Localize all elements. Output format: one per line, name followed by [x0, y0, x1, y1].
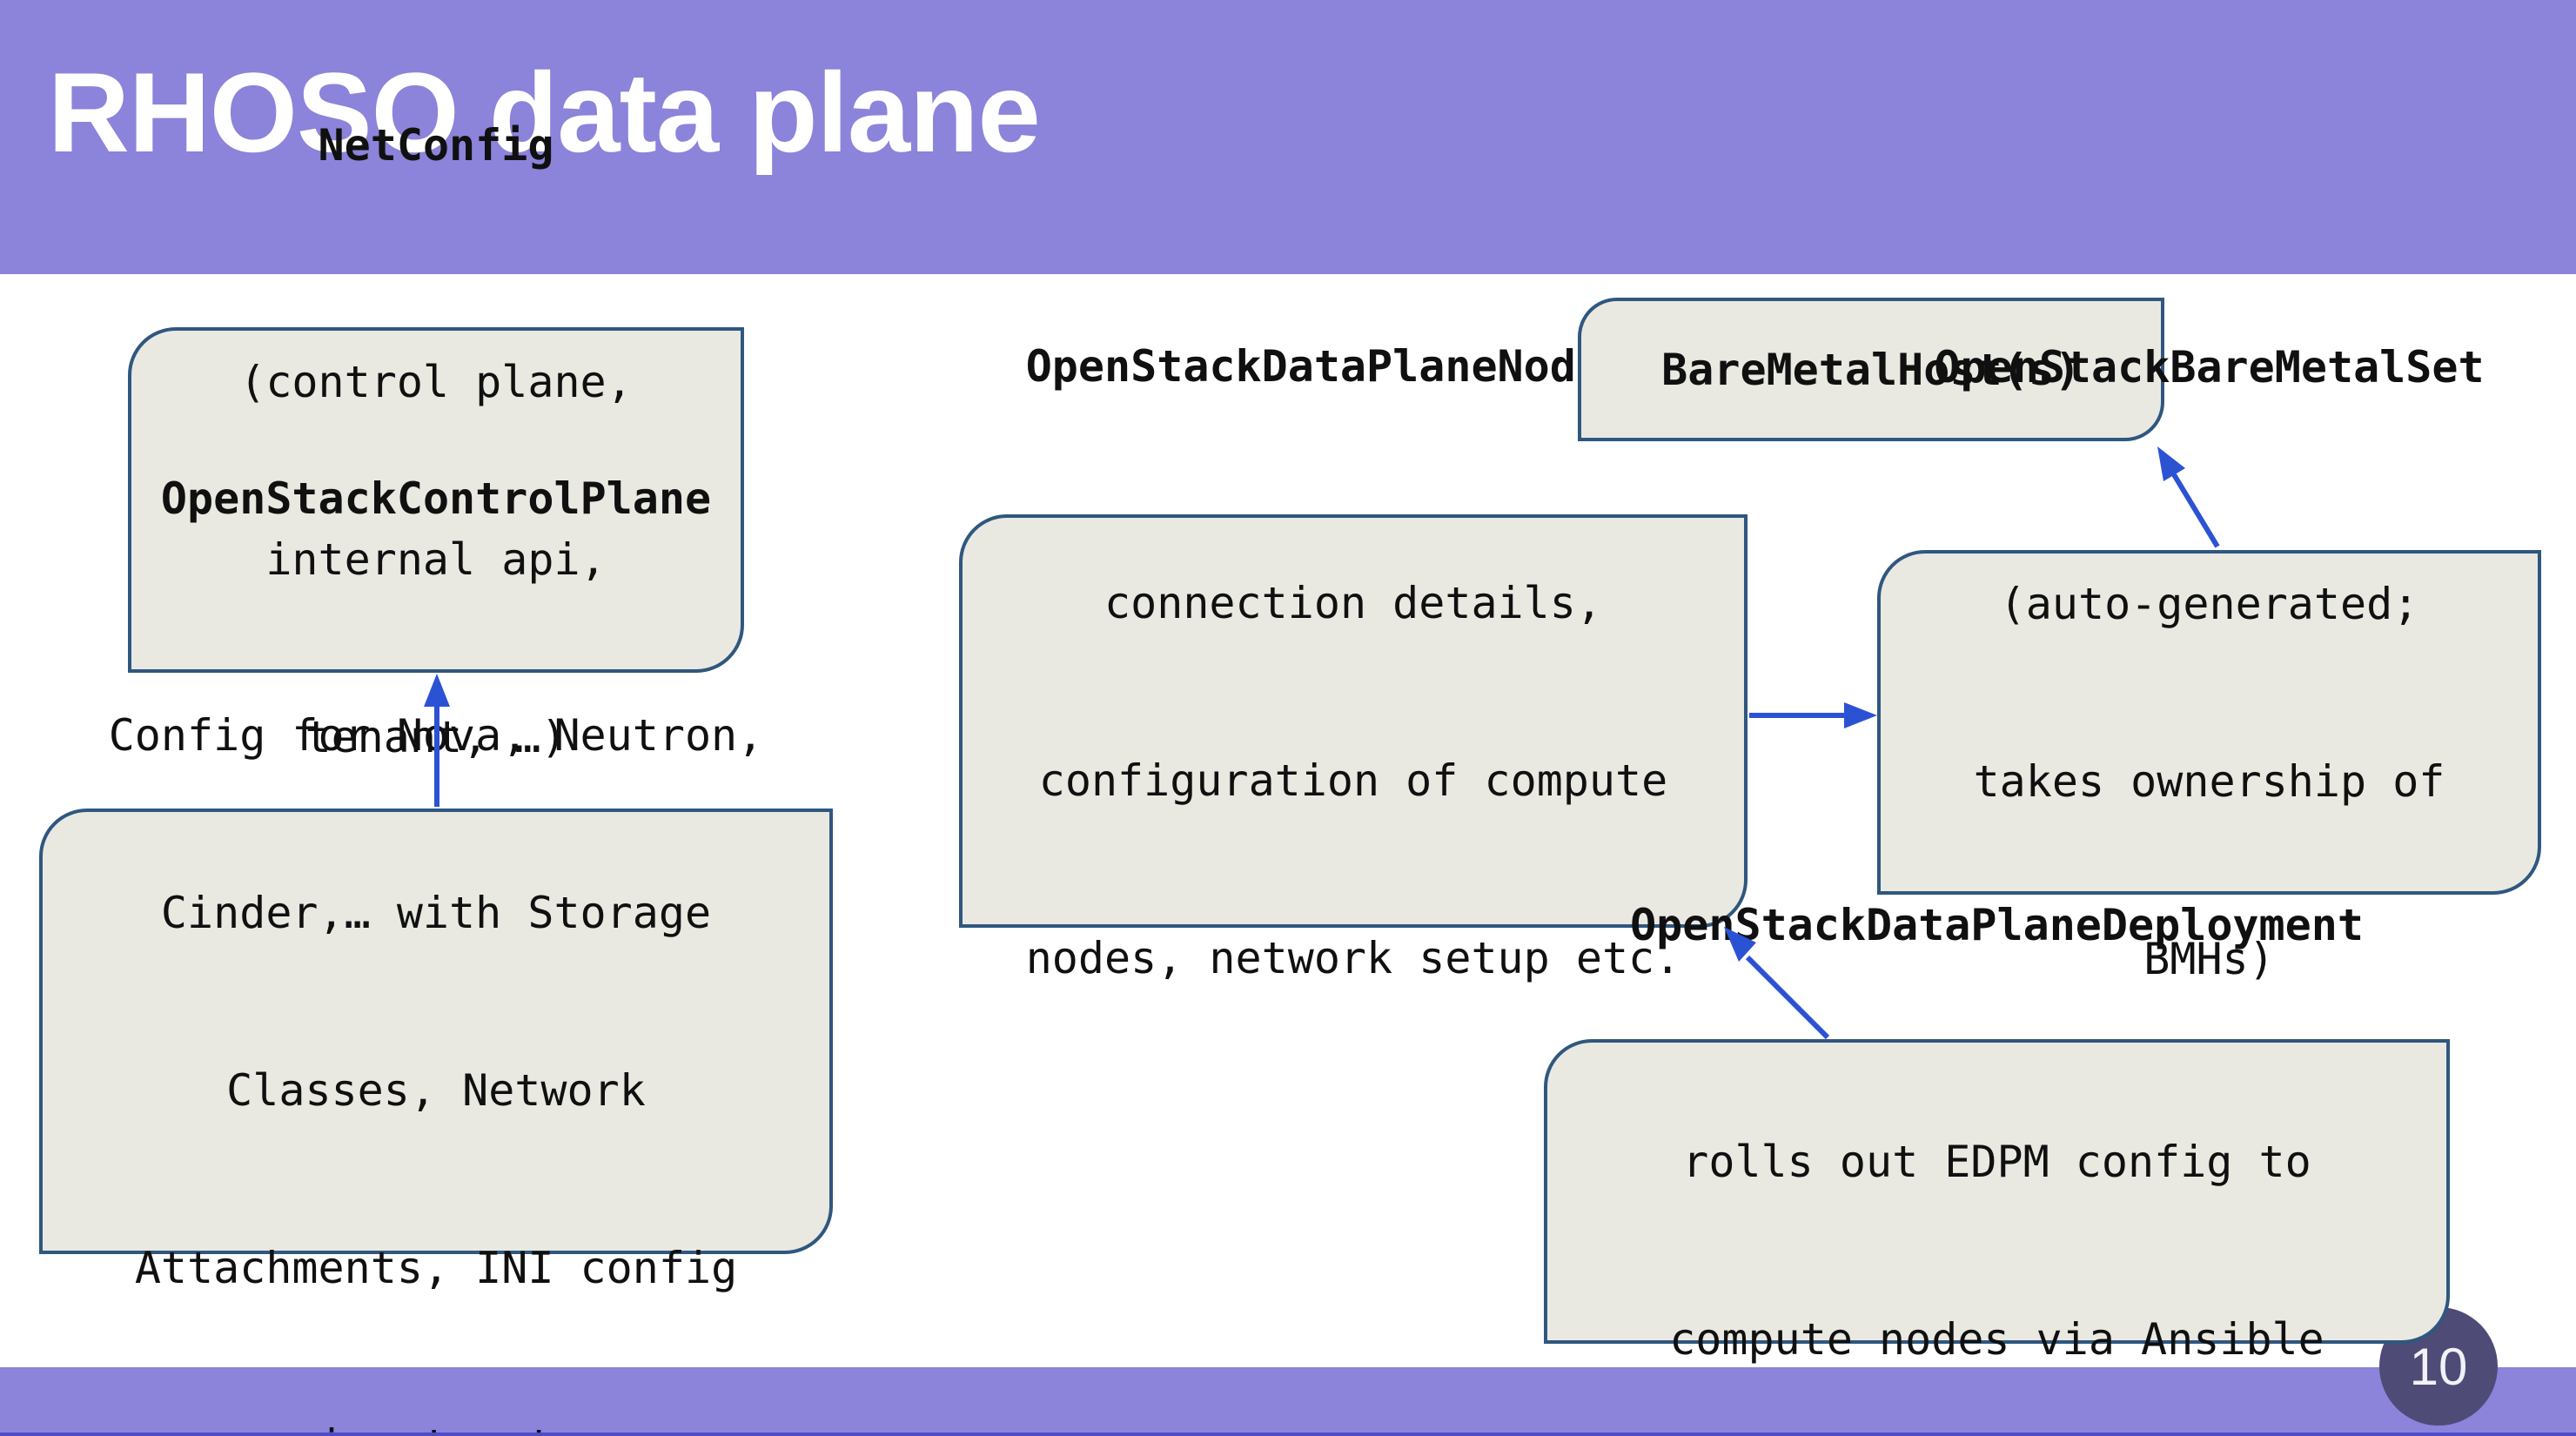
node-body-line: (control plane,: [239, 356, 633, 407]
node-title: OpenStackBareMetalSet: [1934, 342, 2485, 393]
node-body-line: BMHs): [2143, 934, 2275, 984]
node-body-line: Config for Nova, Neutron,: [108, 710, 764, 761]
node-title: BareMetalHost(s): [1661, 344, 2081, 395]
node-body-line: Cinder,… with Storage: [160, 888, 712, 938]
node-body-line: tenant, …): [305, 711, 567, 762]
node-body-line: nodes, network setup etc.: [1025, 932, 1681, 983]
node-body: rolls out EDPM config to compute nodes v…: [1669, 1014, 2324, 1436]
node-body-line: configuration of compute: [1038, 755, 1668, 806]
node-baremetalhost: BareMetalHost(s): [1578, 298, 2164, 441]
node-body: connection details, configuration of com…: [1026, 455, 1681, 1106]
slide-title: RHOSO data plane: [48, 48, 1041, 176]
node-title: OpenStackDataPlaneDeployment: [1630, 900, 2364, 950]
node-openstackcontrolplane: OpenStackControlPlane Config for Nova, N…: [39, 473, 833, 1436]
node-body-line: Classes, Network: [226, 1065, 646, 1116]
node-body-line: (auto-generated;: [1999, 579, 2419, 629]
node-body: Config for Nova, Neutron, Cinder,… with …: [109, 587, 764, 1436]
node-body-line: snippets etc.: [109, 1416, 764, 1436]
node-body-line: connection details,: [1104, 577, 1602, 628]
node-title: OpenStackControlPlane: [160, 473, 712, 524]
node-openstackdataplanedeployment: OpenStackDataPlaneDeployment rolls out E…: [1544, 900, 2450, 1365]
header-bar: RHOSO data plane: [0, 0, 2576, 274]
node-body-line: Attachments, INI config: [134, 1243, 738, 1293]
page-number: 10: [2409, 1337, 2468, 1396]
node-body: (control plane, internal api, tenant, …): [239, 234, 633, 885]
footer-bar: [0, 1367, 2576, 1436]
node-body: (auto-generated; takes ownership of BMHs…: [1974, 456, 2445, 1107]
footer-edge-strip: [0, 1433, 2576, 1436]
node-title: NetConfig: [318, 119, 554, 171]
arrow-nodeset-to-baremetalset: [1749, 702, 1877, 728]
node-body-line: rolls out EDPM config to: [1682, 1137, 2311, 1187]
node-body-line: takes ownership of: [1973, 756, 2445, 807]
node-title: OpenStackDataPlaneNodeSet: [1025, 340, 1681, 392]
node-openstackbaremetalset: OpenStackBareMetalSet (auto-generated; t…: [1877, 342, 2541, 984]
node-body-line: internal api,: [265, 533, 607, 585]
node-netconfig: NetConfig (control plane, internal api, …: [128, 120, 744, 762]
node-openstackdataplanenodeset: OpenStackDataPlaneNodeSet connection det…: [959, 341, 1748, 983]
node-body-line: compute nodes via Ansible: [1669, 1314, 2324, 1365]
